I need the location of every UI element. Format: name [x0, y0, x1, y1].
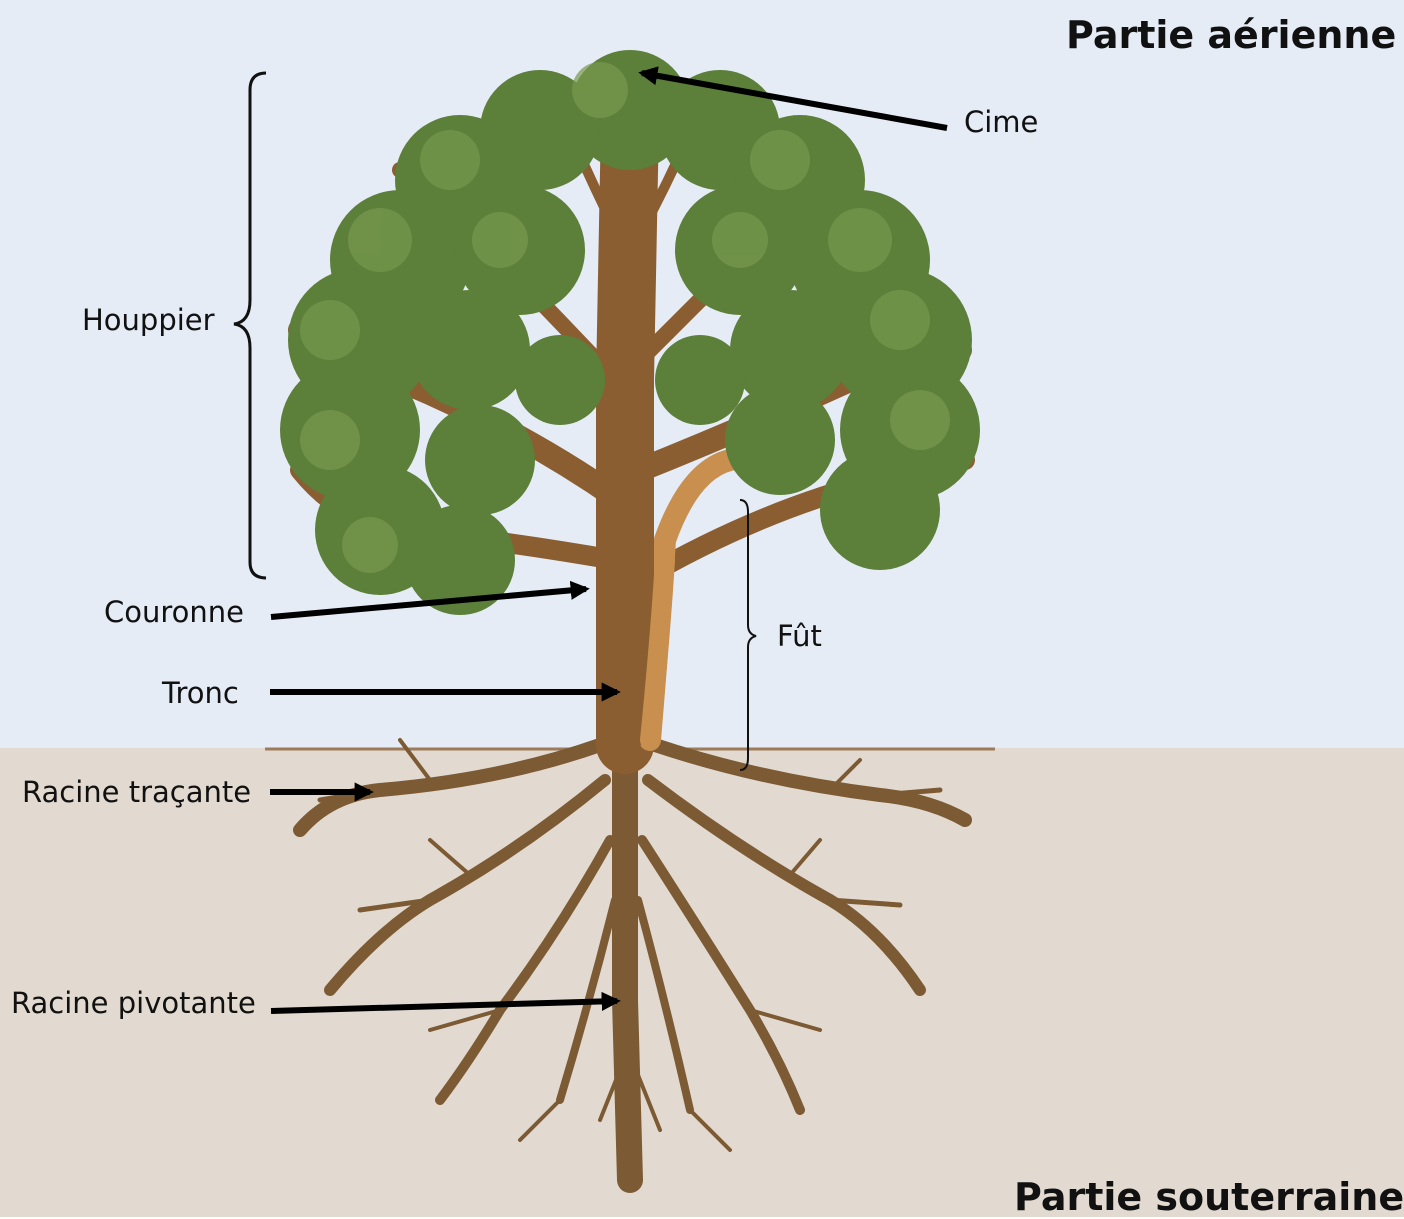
racine-pivotante-arrow: [271, 1001, 617, 1011]
label-couronne: Couronne: [104, 598, 244, 627]
label-racine-tracante: Racine traçante: [22, 778, 251, 807]
label-cime: Cime: [964, 108, 1038, 137]
roots: [300, 740, 965, 1180]
fut-brace: [740, 500, 756, 770]
label-racine-pivotante: Racine pivotante: [11, 989, 256, 1018]
houppier-brace: [234, 73, 266, 578]
section-title-aerial: Partie aérienne: [1066, 16, 1396, 54]
label-fut: Fût: [777, 622, 822, 651]
label-houppier: Houppier: [82, 306, 215, 335]
section-title-underground: Partie souterraine: [1014, 1178, 1404, 1216]
label-tronc: Tronc: [162, 679, 239, 708]
